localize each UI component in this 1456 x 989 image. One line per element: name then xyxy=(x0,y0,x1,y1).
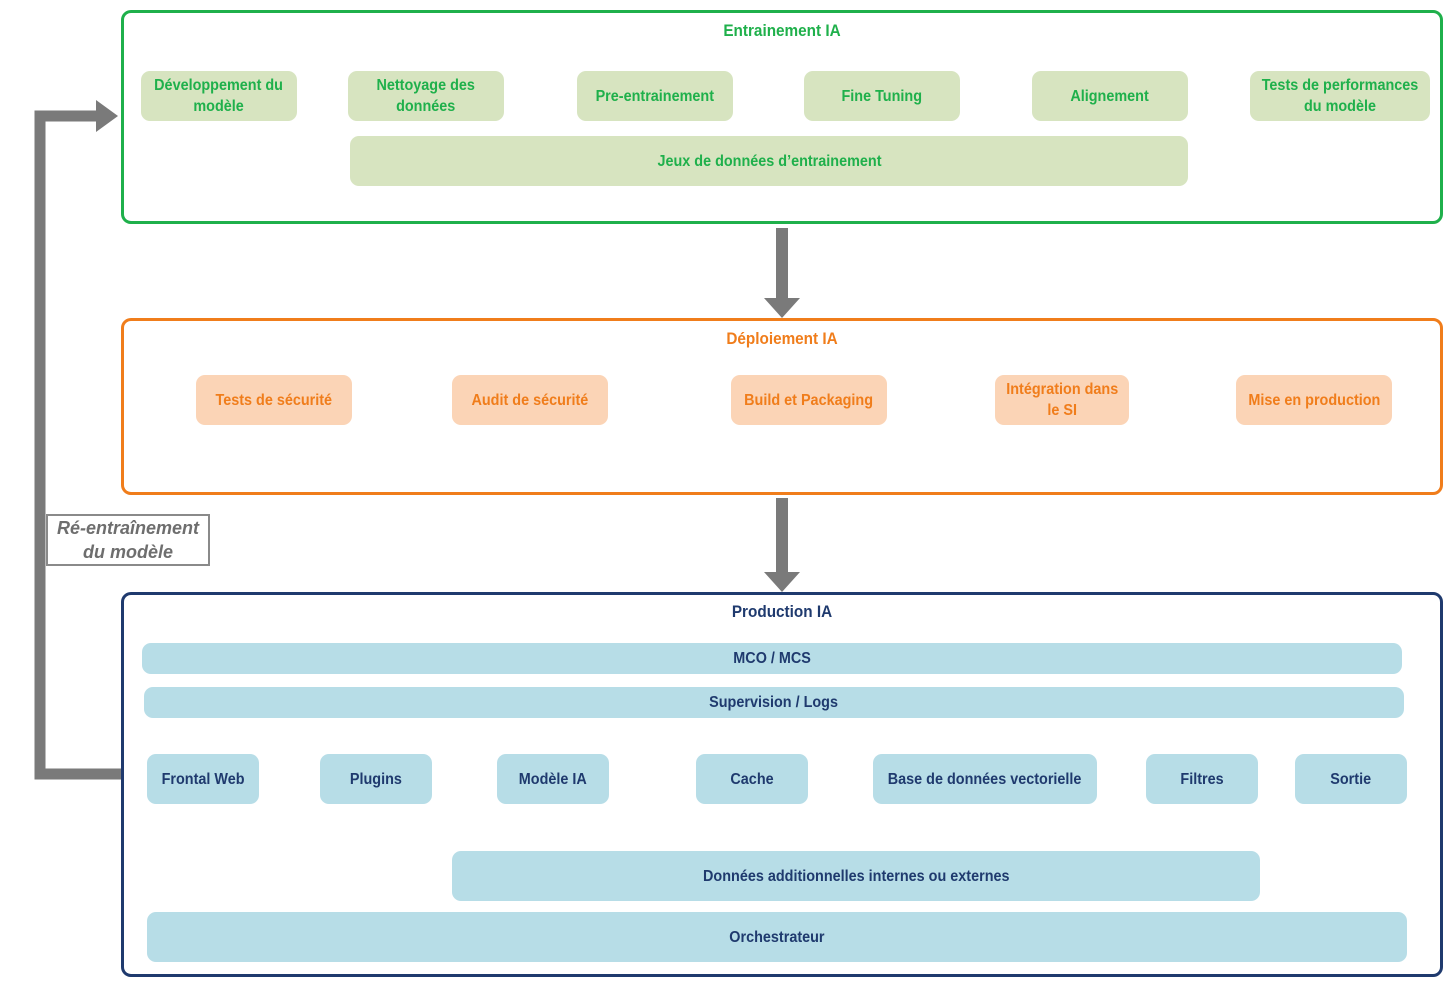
training-step-model-development[interactable]: Développement du modèle xyxy=(141,71,297,121)
production-orchestrator-bar[interactable]: Orchestrateur xyxy=(147,912,1407,962)
deployment-title: Déploiement IA xyxy=(726,329,838,348)
deployment-step-si-integration[interactable]: Intégration dans le SI xyxy=(995,375,1129,425)
training-step-alignment[interactable]: Alignement xyxy=(1032,71,1188,121)
production-step-ai-model[interactable]: Modèle IA xyxy=(497,754,609,804)
flow-arrow-deployment-to-production xyxy=(764,498,800,592)
production-step-cache[interactable]: Cache xyxy=(696,754,808,804)
production-supervision-bar[interactable]: Supervision / Logs xyxy=(144,687,1404,718)
production-step-frontal-web[interactable]: Frontal Web xyxy=(147,754,259,804)
production-step-output[interactable]: Sortie xyxy=(1295,754,1407,804)
retrain-loop-arrow xyxy=(34,100,121,780)
deployment-step-security-tests[interactable]: Tests de sécurité xyxy=(196,375,352,425)
training-section: Entrainement IA xyxy=(121,10,1443,224)
deployment-step-security-audit[interactable]: Audit de sécurité xyxy=(452,375,608,425)
training-step-fine-tuning[interactable]: Fine Tuning xyxy=(804,71,960,121)
production-additional-data-bar[interactable]: Données additionnelles internes ou exter… xyxy=(452,851,1260,901)
deployment-step-build-packaging[interactable]: Build et Packaging xyxy=(731,375,887,425)
production-step-vector-db[interactable]: Base de données vectorielle xyxy=(873,754,1097,804)
training-step-data-cleaning[interactable]: Nettoyage des données xyxy=(348,71,504,121)
production-step-filters[interactable]: Filtres xyxy=(1146,754,1258,804)
production-mco-bar[interactable]: MCO / MCS xyxy=(142,643,1402,674)
training-title: Entrainement IA xyxy=(723,21,841,40)
production-step-plugins[interactable]: Plugins xyxy=(320,754,432,804)
training-datasets-bar[interactable]: Jeux de données d’entrainement xyxy=(350,136,1188,186)
flow-arrow-training-to-deployment xyxy=(764,228,800,318)
training-step-performance-tests[interactable]: Tests de performances du modèle xyxy=(1250,71,1430,121)
deployment-step-go-live[interactable]: Mise en production xyxy=(1236,375,1392,425)
training-step-pretraining[interactable]: Pre-entrainement xyxy=(577,71,733,121)
retrain-label: Ré-entraînement du modèle xyxy=(46,514,210,566)
production-title: Production IA xyxy=(731,602,833,621)
